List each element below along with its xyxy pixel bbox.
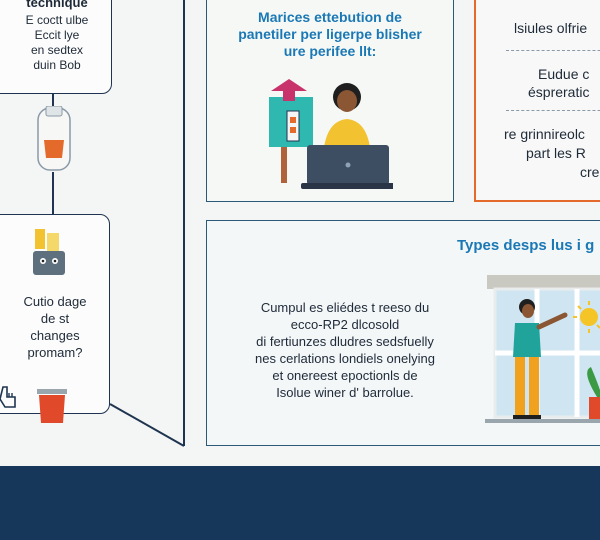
left-top-line-2: Eccit lye [34, 28, 80, 42]
right-top-panel: lsiules olfrie Eudue c éspreratic re gri… [474, 0, 600, 202]
center-top-panel-title: Marices ettebution de panetiler per lige… [207, 9, 453, 60]
bracket-lines [109, 0, 185, 447]
flask-icon [37, 106, 71, 171]
title-line-2: panetiler per ligerpe blisher [238, 26, 422, 42]
lower-panel-heading: Types desps lus i g [457, 237, 595, 254]
para-line-4: nes cerlations londiels onelying [255, 351, 435, 366]
man-window-illustration [485, 275, 600, 423]
title-line-3: ure perifee llt: [283, 43, 377, 59]
person-laptop-illustration [269, 79, 393, 189]
left-top-line-4: duin Bob [33, 58, 81, 72]
right-item-1: lsiules olfrie [514, 20, 588, 36]
left-bottom-line-4: promam? [27, 345, 83, 360]
left-top-card-text: E coctt ulbe Eccit lye en sedtex duin Bo… [1, 13, 113, 73]
right-item-2: Eudue c [538, 66, 590, 82]
para-line-5: et onereest epoctionls de [272, 368, 418, 383]
para-line-1: Cumpul es eliédes t reeso du [260, 300, 430, 315]
right-item-4: re grinnireolc [504, 126, 585, 142]
left-bottom-line-2: de st [40, 311, 70, 326]
pencil-cup-icon [33, 229, 65, 275]
footer-bar [0, 466, 600, 540]
lower-panel-paragraph: Cumpul es eliédes t reeso du ecco-RP2 dl… [225, 299, 465, 401]
right-item-3: éspreratic [528, 84, 590, 100]
para-line-6: Isolue winer d' barrolue. [276, 385, 414, 400]
title-line-1: Marices ettebution de [258, 9, 402, 25]
para-line-2: ecco-RP2 dlcosold [290, 317, 400, 332]
left-top-line-1: E coctt ulbe [25, 13, 89, 27]
divider [506, 50, 600, 51]
left-top-card-title: technique [26, 0, 88, 10]
left-bottom-card-text: Cutio dage de st changes promam? [5, 293, 105, 361]
center-top-panel: Marices ettebution de panetiler per lige… [206, 0, 454, 202]
left-bottom-line-3: changes [30, 328, 80, 343]
lower-panel: Types desps lus i g Cumpul es eliédes t … [206, 220, 600, 446]
hand-pointer-icon [0, 386, 16, 408]
left-top-card: technique E coctt ulbe Eccit lye en sedt… [0, 0, 112, 94]
left-bottom-card: Cutio dage de st changes promam? [0, 214, 110, 423]
left-top-line-3: en sedtex [30, 43, 84, 57]
connector-line [52, 172, 54, 214]
right-item-6: cre [580, 164, 600, 180]
divider [506, 110, 600, 111]
para-line-3: di fertiunzes dludres sedsfuelly [256, 334, 434, 349]
connector-line [52, 94, 54, 108]
right-item-5: part les R [526, 145, 586, 161]
bucket-icon [37, 389, 67, 423]
left-bottom-line-1: Cutio dage [23, 294, 87, 309]
